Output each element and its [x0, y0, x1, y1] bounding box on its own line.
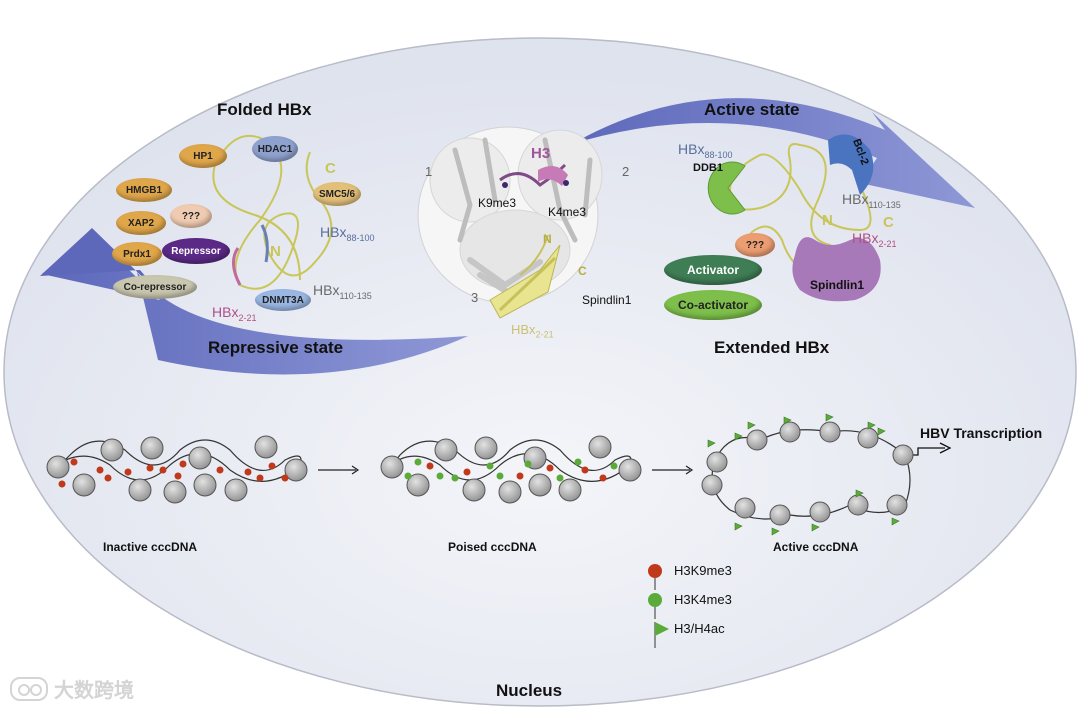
nucleosomes-active: [701, 421, 914, 526]
structure-spindlin1-label: Spindlin1: [582, 293, 632, 307]
inactive-cccdna-label: Inactive cccDNA: [103, 540, 198, 554]
left-hbx-88-100-sub: 88-100: [346, 232, 375, 243]
h3k9me3-marks: [58, 458, 607, 488]
watermark-text: 大数跨境: [54, 680, 134, 702]
prdx1-label: Prdx1: [123, 248, 151, 260]
ddb1-shape: [707, 161, 746, 215]
cycle-arrow-top: [572, 98, 975, 208]
left-hbx-2-21-base: HBx: [212, 304, 239, 320]
left-hbx-2-21-label: HBx2-21: [212, 304, 256, 323]
active-state-title: Active state: [704, 100, 800, 119]
repressive-state-title: Repressive state: [208, 338, 344, 357]
hp1-label: HP1: [193, 150, 213, 162]
structure-k9me3-label: K9me3: [478, 196, 517, 210]
structure-domain-3: 3: [471, 290, 479, 305]
structure-n-terminus: N: [543, 232, 552, 246]
h3k4me3-marks: [404, 458, 618, 482]
structure-h3-label: H3: [531, 145, 551, 162]
right-hbx-110-135-base: HBx: [842, 191, 869, 207]
unknown-left-label: ???: [181, 210, 201, 222]
nucleosomes-poised: [380, 435, 642, 504]
right-hbx-c-terminus: C: [883, 214, 894, 231]
repressor-label: Repressor: [171, 245, 221, 257]
folded-hbx-title: Folded HBx: [217, 100, 312, 119]
unknown-right-blob: ???: [735, 233, 775, 257]
right-hbx-chain: [728, 143, 872, 263]
right-hbx-2-21-label: HBx2-21: [852, 230, 896, 249]
left-hbx-88-100-base: HBx: [320, 224, 347, 240]
structure-hbx-base: HBx: [511, 322, 536, 337]
spindlin1-structure: [417, 126, 603, 319]
poised-cccdna-label: Poised cccDNA: [448, 540, 537, 554]
left-hbx-region-pink: [232, 247, 242, 286]
prdx1-blob: Prdx1: [112, 242, 162, 266]
structure-k4me3-label: K4me3: [548, 205, 587, 219]
ddb1-label: DDB1: [693, 162, 723, 174]
hbv-transcription-label: HBV Transcription: [920, 425, 1043, 441]
unknown-left-blob: ???: [170, 204, 212, 228]
watermark-logo-icon: [10, 676, 48, 701]
legend-h3k9me3: H3K9me3: [674, 563, 732, 578]
co-repressor-blob: Co-repressor: [113, 275, 197, 299]
left-hbx-88-100-label: HBx88-100: [320, 224, 374, 243]
structure-domain-2: 2: [622, 164, 630, 179]
legend-h3h4ac: H3/H4ac: [674, 621, 725, 636]
xap2-label: XAP2: [127, 217, 155, 229]
right-hbx-2-21-sub: 2-21: [878, 238, 897, 249]
smc56-blob: SMC5/6: [313, 182, 361, 206]
left-hbx-110-135-base: HBx: [313, 282, 340, 298]
smc56-label: SMC5/6: [318, 188, 356, 200]
unknown-right-label: ???: [745, 239, 765, 251]
co-activator-label: Co-activator: [677, 298, 748, 312]
cycle-arrow-bottom-head: [40, 228, 166, 300]
co-repressor-label: Co-repressor: [123, 281, 187, 293]
left-hbx-region-blue: [260, 224, 269, 263]
activator-label: Activator: [686, 263, 739, 277]
structure-c-terminus: C: [578, 264, 587, 278]
right-hbx-88-100-sub: 88-100: [704, 149, 733, 160]
co-activator-blob: Co-activator: [664, 290, 762, 320]
dnmt3a-label: DNMT3A: [262, 294, 304, 306]
right-hbx-110-135-sub: 110-135: [868, 199, 901, 210]
transition-arrows: [318, 465, 694, 475]
xap2-blob: XAP2: [116, 211, 166, 235]
left-hbx-2-21-sub: 2-21: [238, 312, 257, 323]
activator-blob: Activator: [664, 255, 762, 285]
structure-hbx-label: HBx2-21: [511, 322, 554, 340]
spindlin1-right-shape: [792, 237, 881, 302]
right-hbx-88-100-base: HBx: [678, 141, 705, 157]
hp1-blob: HP1: [179, 144, 227, 168]
structure-domain-1: 1: [425, 164, 433, 179]
structure-hbx-sub: 2-21: [535, 329, 554, 340]
hdac1-blob: HDAC1: [252, 136, 298, 162]
legend-glyphs: [648, 564, 669, 648]
hdac1-label: HDAC1: [257, 143, 293, 155]
right-hbx-110-135-label: HBx110-135: [842, 191, 901, 210]
repressor-blob: Repressor: [162, 238, 230, 264]
watermark: 大数跨境: [10, 674, 134, 703]
left-hbx-n-terminus: N: [270, 243, 281, 260]
right-hbx-88-100-label: HBx88-100: [678, 141, 732, 160]
active-cccdna-label: Active cccDNA: [773, 540, 859, 554]
h3h4ac-marks: [707, 413, 900, 536]
left-hbx-c-terminus: C: [325, 160, 336, 177]
hmgb1-label: HMGB1: [125, 184, 163, 196]
bcl2-shape: [828, 134, 874, 195]
right-spindlin1-label: Spindlin1: [810, 278, 864, 292]
right-hbx-2-21-base: HBx: [852, 230, 879, 246]
left-hbx-chain: [212, 135, 333, 290]
hmgb1-blob: HMGB1: [116, 178, 172, 202]
right-hbx-n-terminus: N: [822, 212, 833, 229]
left-hbx-110-135-label: HBx110-135: [313, 282, 372, 301]
dnmt3a-blob: DNMT3A: [255, 289, 311, 311]
legend-h3k4me3: H3K4me3: [674, 592, 732, 607]
nucleosomes-inactive: [46, 435, 308, 504]
nucleus-title: Nucleus: [496, 681, 563, 700]
extended-hbx-title: Extended HBx: [714, 338, 830, 357]
left-hbx-110-135-sub: 110-135: [339, 290, 372, 301]
